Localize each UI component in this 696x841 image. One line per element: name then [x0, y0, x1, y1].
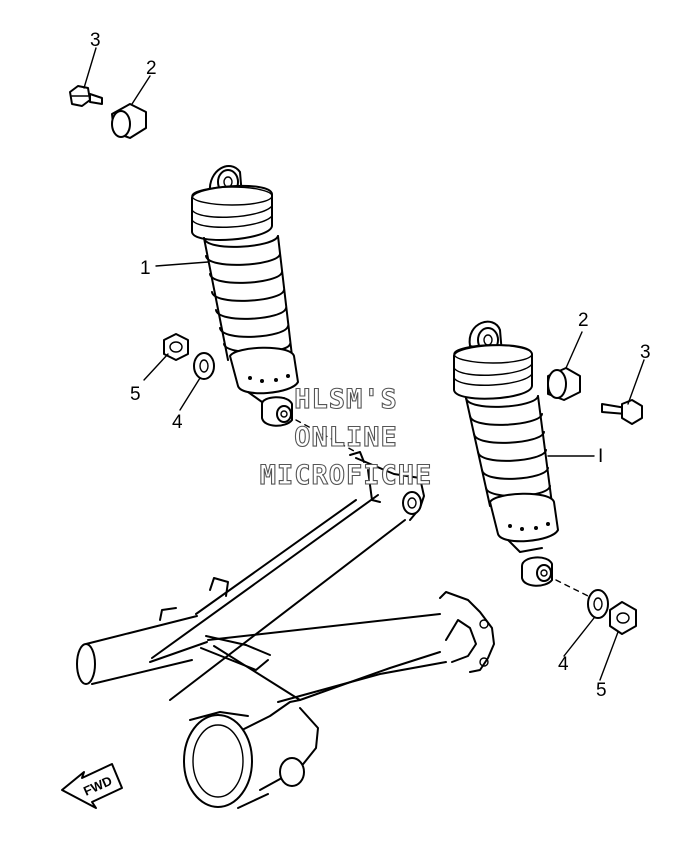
washer-left [193, 352, 215, 380]
collar-right [547, 367, 581, 401]
nut-left [163, 333, 189, 361]
shock-absorber-left [191, 165, 357, 453]
forward-direction-arrow: FWD [61, 763, 123, 809]
callout-collar-right: 2 [578, 310, 589, 331]
bolt-left [69, 85, 103, 107]
callout-nut-left: 5 [130, 384, 141, 405]
callout-nut-right: 5 [596, 680, 607, 701]
watermark: HLSM'S ONLINE MICROFICHE [259, 383, 433, 491]
collar-left [111, 103, 147, 139]
callout-shock-right: I [598, 446, 603, 467]
bolt-right [601, 399, 643, 425]
callout-bolt-left: 3 [90, 30, 101, 51]
callout-washer-left: 4 [172, 412, 183, 433]
washer-right [587, 589, 609, 619]
swingarm [76, 451, 495, 809]
shock-absorber-right [453, 320, 593, 599]
watermark-line-2: ONLINE [294, 422, 398, 453]
callout-shock-left: 1 [140, 258, 151, 279]
callout-bolt-right: 3 [640, 342, 651, 363]
callout-washer-right: 4 [558, 654, 569, 675]
callout-collar-left: 2 [146, 58, 157, 79]
spring-coils-right [465, 395, 553, 507]
watermark-line-1: HLSM'S [294, 384, 398, 415]
spring-coils-left [203, 235, 293, 361]
leader-lines [83, 47, 645, 681]
nut-right [609, 601, 637, 635]
watermark-line-3: MICROFICHE [260, 460, 433, 491]
